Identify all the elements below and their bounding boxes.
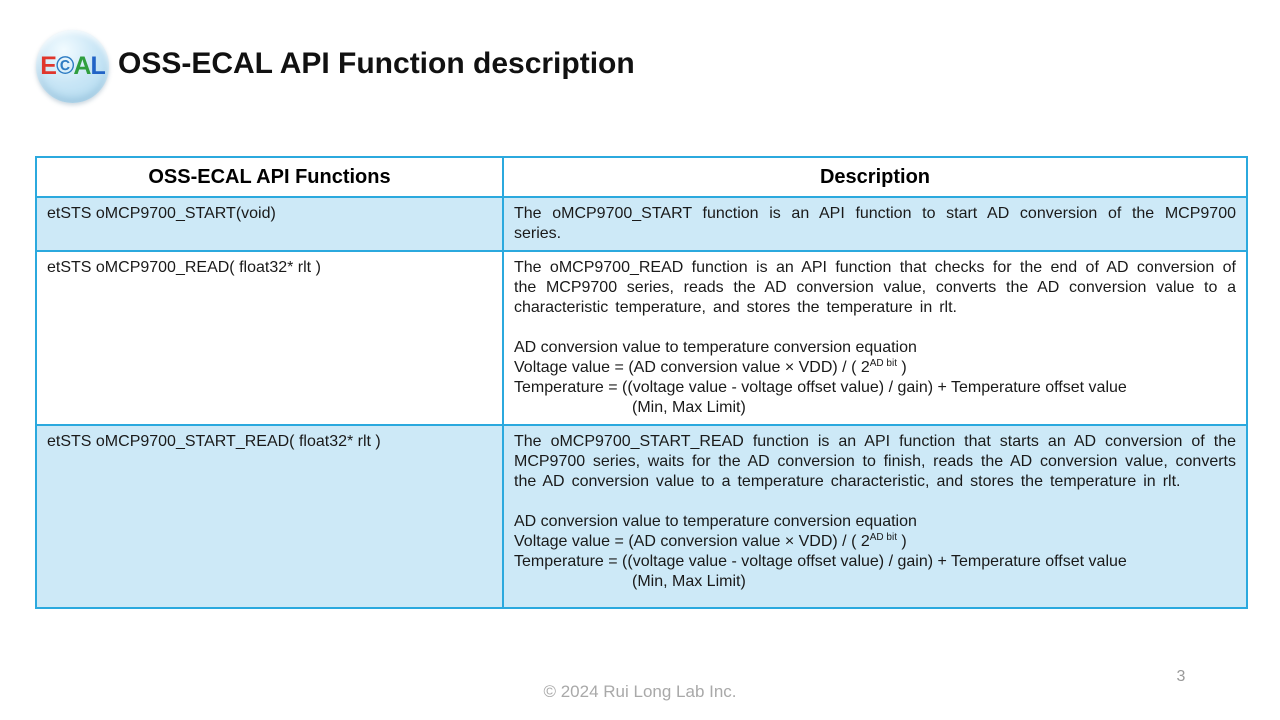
logo-letter-c: © <box>55 52 74 80</box>
equation-title: AD conversion value to temperature conve… <box>514 339 917 356</box>
table-row: etSTS oMCP9700_START(void) The oMCP9700_… <box>35 196 1248 252</box>
description-paragraph: The oMCP9700_READ function is an API fun… <box>514 259 1236 316</box>
function-cell: etSTS oMCP9700_READ( float32* rlt ) <box>35 250 504 426</box>
page-number: 3 <box>1176 668 1186 685</box>
temperature-equation: Temperature = ((voltage value - voltage … <box>514 379 1127 396</box>
logo-letter-e: E <box>40 52 57 80</box>
voltage-equation-suffix: ) <box>896 533 907 550</box>
table-row: etSTS oMCP9700_READ( float32* rlt ) The … <box>35 250 1248 426</box>
equation-block: AD conversion value to temperature conve… <box>514 338 1236 418</box>
logo-letter-l: L <box>90 52 105 80</box>
description-paragraph: The oMCP9700_START function is an API fu… <box>514 205 1236 242</box>
min-max-limit-note: (Min, Max Limit) <box>632 573 746 590</box>
voltage-equation-suffix: ) <box>896 359 907 376</box>
description-paragraph: The oMCP9700_START_READ function is an A… <box>514 433 1236 490</box>
table-row: etSTS oMCP9700_START_READ( float32* rlt … <box>35 424 1248 609</box>
logo-letter-a: A <box>73 52 91 80</box>
voltage-equation-exponent: AD bit <box>869 532 897 543</box>
description-cell: The oMCP9700_START function is an API fu… <box>502 196 1248 252</box>
voltage-equation-prefix: Voltage value = (AD conversion value × V… <box>514 533 870 550</box>
equation-block: AD conversion value to temperature conve… <box>514 512 1236 592</box>
description-cell: The oMCP9700_START_READ function is an A… <box>502 424 1248 609</box>
page-title: OSS-ECAL API Function description <box>118 47 635 80</box>
equation-title: AD conversion value to temperature conve… <box>514 513 917 530</box>
voltage-equation: Voltage value = (AD conversion value × V… <box>514 532 1236 552</box>
column-header-functions: OSS-ECAL API Functions <box>35 156 504 198</box>
function-cell: etSTS oMCP9700_START(void) <box>35 196 504 252</box>
voltage-equation-exponent: AD bit <box>869 358 897 369</box>
copyright: © 2024 Rui Long Lab Inc. <box>543 682 737 701</box>
function-cell: etSTS oMCP9700_START_READ( float32* rlt … <box>35 424 504 609</box>
voltage-equation: Voltage value = (AD conversion value × V… <box>514 358 1236 378</box>
description-cell: The oMCP9700_READ function is an API fun… <box>502 250 1248 426</box>
voltage-equation-prefix: Voltage value = (AD conversion value × V… <box>514 359 870 376</box>
api-function-table: OSS-ECAL API Functions Description etSTS… <box>35 156 1248 609</box>
table-header-row: OSS-ECAL API Functions Description <box>35 156 1248 198</box>
temperature-equation: Temperature = ((voltage value - voltage … <box>514 553 1127 570</box>
min-max-limit-note: (Min, Max Limit) <box>632 399 746 416</box>
column-header-description: Description <box>502 156 1248 198</box>
